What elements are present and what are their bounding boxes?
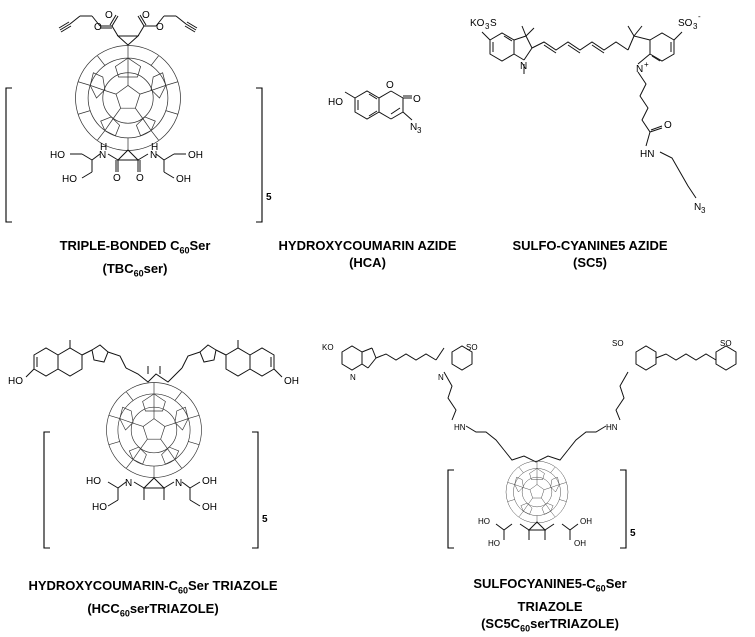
svg-text:O: O	[386, 80, 394, 91]
svg-text:HO: HO	[50, 150, 65, 161]
svg-text:SO: SO	[612, 339, 624, 348]
svg-text:N: N	[438, 373, 444, 382]
hcc60ser-name: HYDROXYCOUMARIN-C60Ser TRIAZOLE	[28, 578, 278, 596]
svg-text:O: O	[113, 173, 121, 184]
hca-name: HYDROXYCOUMARIN AZIDE	[278, 238, 457, 253]
svg-text:N: N	[175, 478, 182, 489]
svg-text:HN: HN	[640, 149, 654, 160]
svg-text:+: +	[644, 60, 649, 69]
svg-text:N: N	[350, 373, 356, 382]
sc5-abbr: (SC5)	[573, 255, 607, 270]
svg-text:O: O	[664, 120, 672, 131]
svg-text:-: -	[698, 12, 701, 21]
svg-text:OH: OH	[580, 517, 592, 526]
svg-text:5: 5	[262, 514, 268, 525]
svg-text:O: O	[105, 10, 113, 21]
svg-text:O: O	[142, 10, 150, 21]
svg-text:N: N	[410, 122, 417, 133]
svg-text:SO: SO	[678, 18, 693, 29]
svg-text:SO: SO	[720, 339, 732, 348]
hcc60ser-abbr: (HCC60serTRIAZOLE)	[87, 600, 219, 619]
svg-text:N: N	[694, 202, 701, 213]
svg-text:3: 3	[417, 126, 422, 135]
svg-text:O: O	[413, 94, 421, 105]
svg-text:HO: HO	[478, 517, 490, 526]
svg-text:H: H	[151, 142, 158, 153]
svg-text:KO: KO	[470, 18, 485, 29]
tbc60ser-abbr: (TBC60ser)	[102, 260, 168, 279]
svg-text:HN: HN	[606, 423, 618, 432]
svg-text:HO: HO	[328, 97, 343, 108]
svg-text:HO: HO	[488, 539, 500, 548]
svg-text:HO: HO	[8, 376, 23, 387]
sc5-structure: KO 3 S SO 3 - N N + O HN N 3	[470, 12, 706, 215]
svg-text:OH: OH	[574, 539, 586, 548]
svg-text:H: H	[100, 142, 107, 153]
svg-text:O: O	[156, 22, 164, 33]
svg-text:OH: OH	[176, 174, 191, 185]
svg-text:HO: HO	[92, 502, 107, 513]
svg-text:OH: OH	[188, 150, 203, 161]
sc5c60ser-triazole-structure: 5 KO SO SO SO N N HN HN	[322, 339, 737, 549]
sc5c60ser-name: SULFOCYANINE5-C60Ser	[473, 576, 627, 594]
tbc60ser-structure: 5 O O O O	[5, 10, 272, 223]
repeat-count: 5	[266, 192, 272, 203]
svg-text:N: N	[125, 478, 132, 489]
sc5-caption: SULFO-CYANINE5 AZIDE (SC5)	[490, 237, 690, 271]
hca-structure: HO O O N 3	[328, 80, 422, 135]
svg-text:HN: HN	[454, 423, 466, 432]
left-bracket	[5, 87, 12, 223]
svg-text:5: 5	[630, 528, 636, 539]
sc5c60ser-abbr: (SC5C60serTRIAZOLE)	[481, 615, 619, 634]
tbc60ser-name: TRIPLE-BONDED C60Ser	[59, 238, 211, 256]
c60-cage-icon	[106, 382, 202, 478]
c60-cage-icon	[75, 45, 181, 151]
svg-text:N: N	[520, 61, 527, 72]
right-bracket	[256, 87, 263, 223]
svg-text:HO: HO	[86, 476, 101, 487]
svg-text:OH: OH	[202, 476, 217, 487]
svg-text:S: S	[490, 18, 497, 29]
svg-text:N: N	[99, 150, 106, 161]
sc5-name: SULFO-CYANINE5 AZIDE	[512, 238, 668, 253]
svg-text:OH: OH	[284, 376, 299, 387]
svg-text:N: N	[150, 150, 157, 161]
sc5c60ser-name-line2: TRIAZOLE	[517, 598, 583, 614]
svg-text:O: O	[94, 22, 102, 33]
svg-text:OH: OH	[202, 502, 217, 513]
hca-abbr: (HCA)	[349, 255, 386, 270]
c60-cage-icon	[505, 460, 569, 524]
sc5c60ser-caption: SULFOCYANINE5-C60Ser TRIAZOLE (SC5C60ser…	[440, 575, 660, 637]
hca-caption: HYDROXYCOUMARIN AZIDE (HCA)	[275, 237, 460, 271]
svg-text:O: O	[136, 173, 144, 184]
svg-text:N: N	[636, 64, 643, 75]
hcc60ser-caption: HYDROXYCOUMARIN-C60Ser TRIAZOLE (HCC60se…	[8, 577, 298, 622]
svg-text:KO: KO	[322, 343, 334, 352]
hcc60ser-triazole-structure: 5 HO OH	[8, 340, 299, 549]
svg-text:HO: HO	[62, 174, 77, 185]
svg-text:SO: SO	[466, 343, 478, 352]
tbc60ser-caption: TRIPLE-BONDED C60Ser (TBC60ser)	[20, 237, 250, 282]
svg-text:3: 3	[485, 22, 490, 31]
svg-text:3: 3	[701, 206, 706, 215]
svg-text:3: 3	[693, 22, 698, 31]
